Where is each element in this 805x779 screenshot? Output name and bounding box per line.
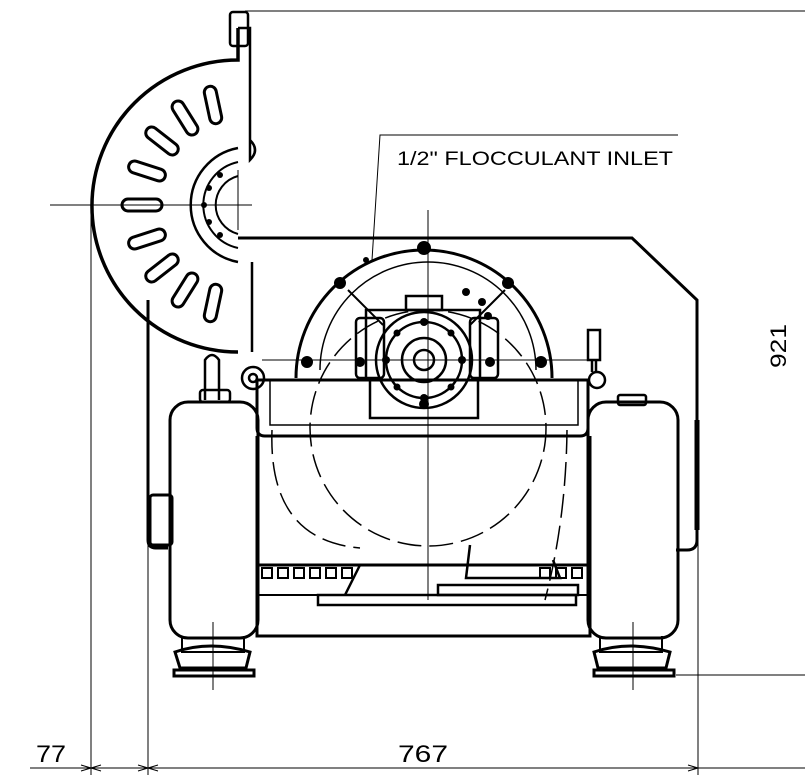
bowl-outline [271, 309, 568, 601]
left-foot [168, 400, 260, 690]
vent-slots [261, 567, 583, 579]
cover-bolts [301, 241, 547, 368]
machine-frame [146, 236, 699, 638]
hub-bolts [355, 318, 495, 409]
dimension-overall-height: 921 [766, 324, 791, 368]
flocculant-inlet-label: 1/2" FLOCCULANT INLET [397, 149, 673, 170]
lifting-lugs [198, 328, 700, 530]
right-foot [586, 400, 680, 690]
feed-hood-holes [201, 172, 223, 238]
feed-hood-slots [120, 84, 224, 324]
dimension-lines [30, 10, 805, 775]
motor-base [316, 544, 580, 607]
dimension-overall-width: 767 [398, 741, 448, 768]
dimension-left-offset: 77 [36, 741, 66, 768]
feed-hood [90, 10, 257, 354]
